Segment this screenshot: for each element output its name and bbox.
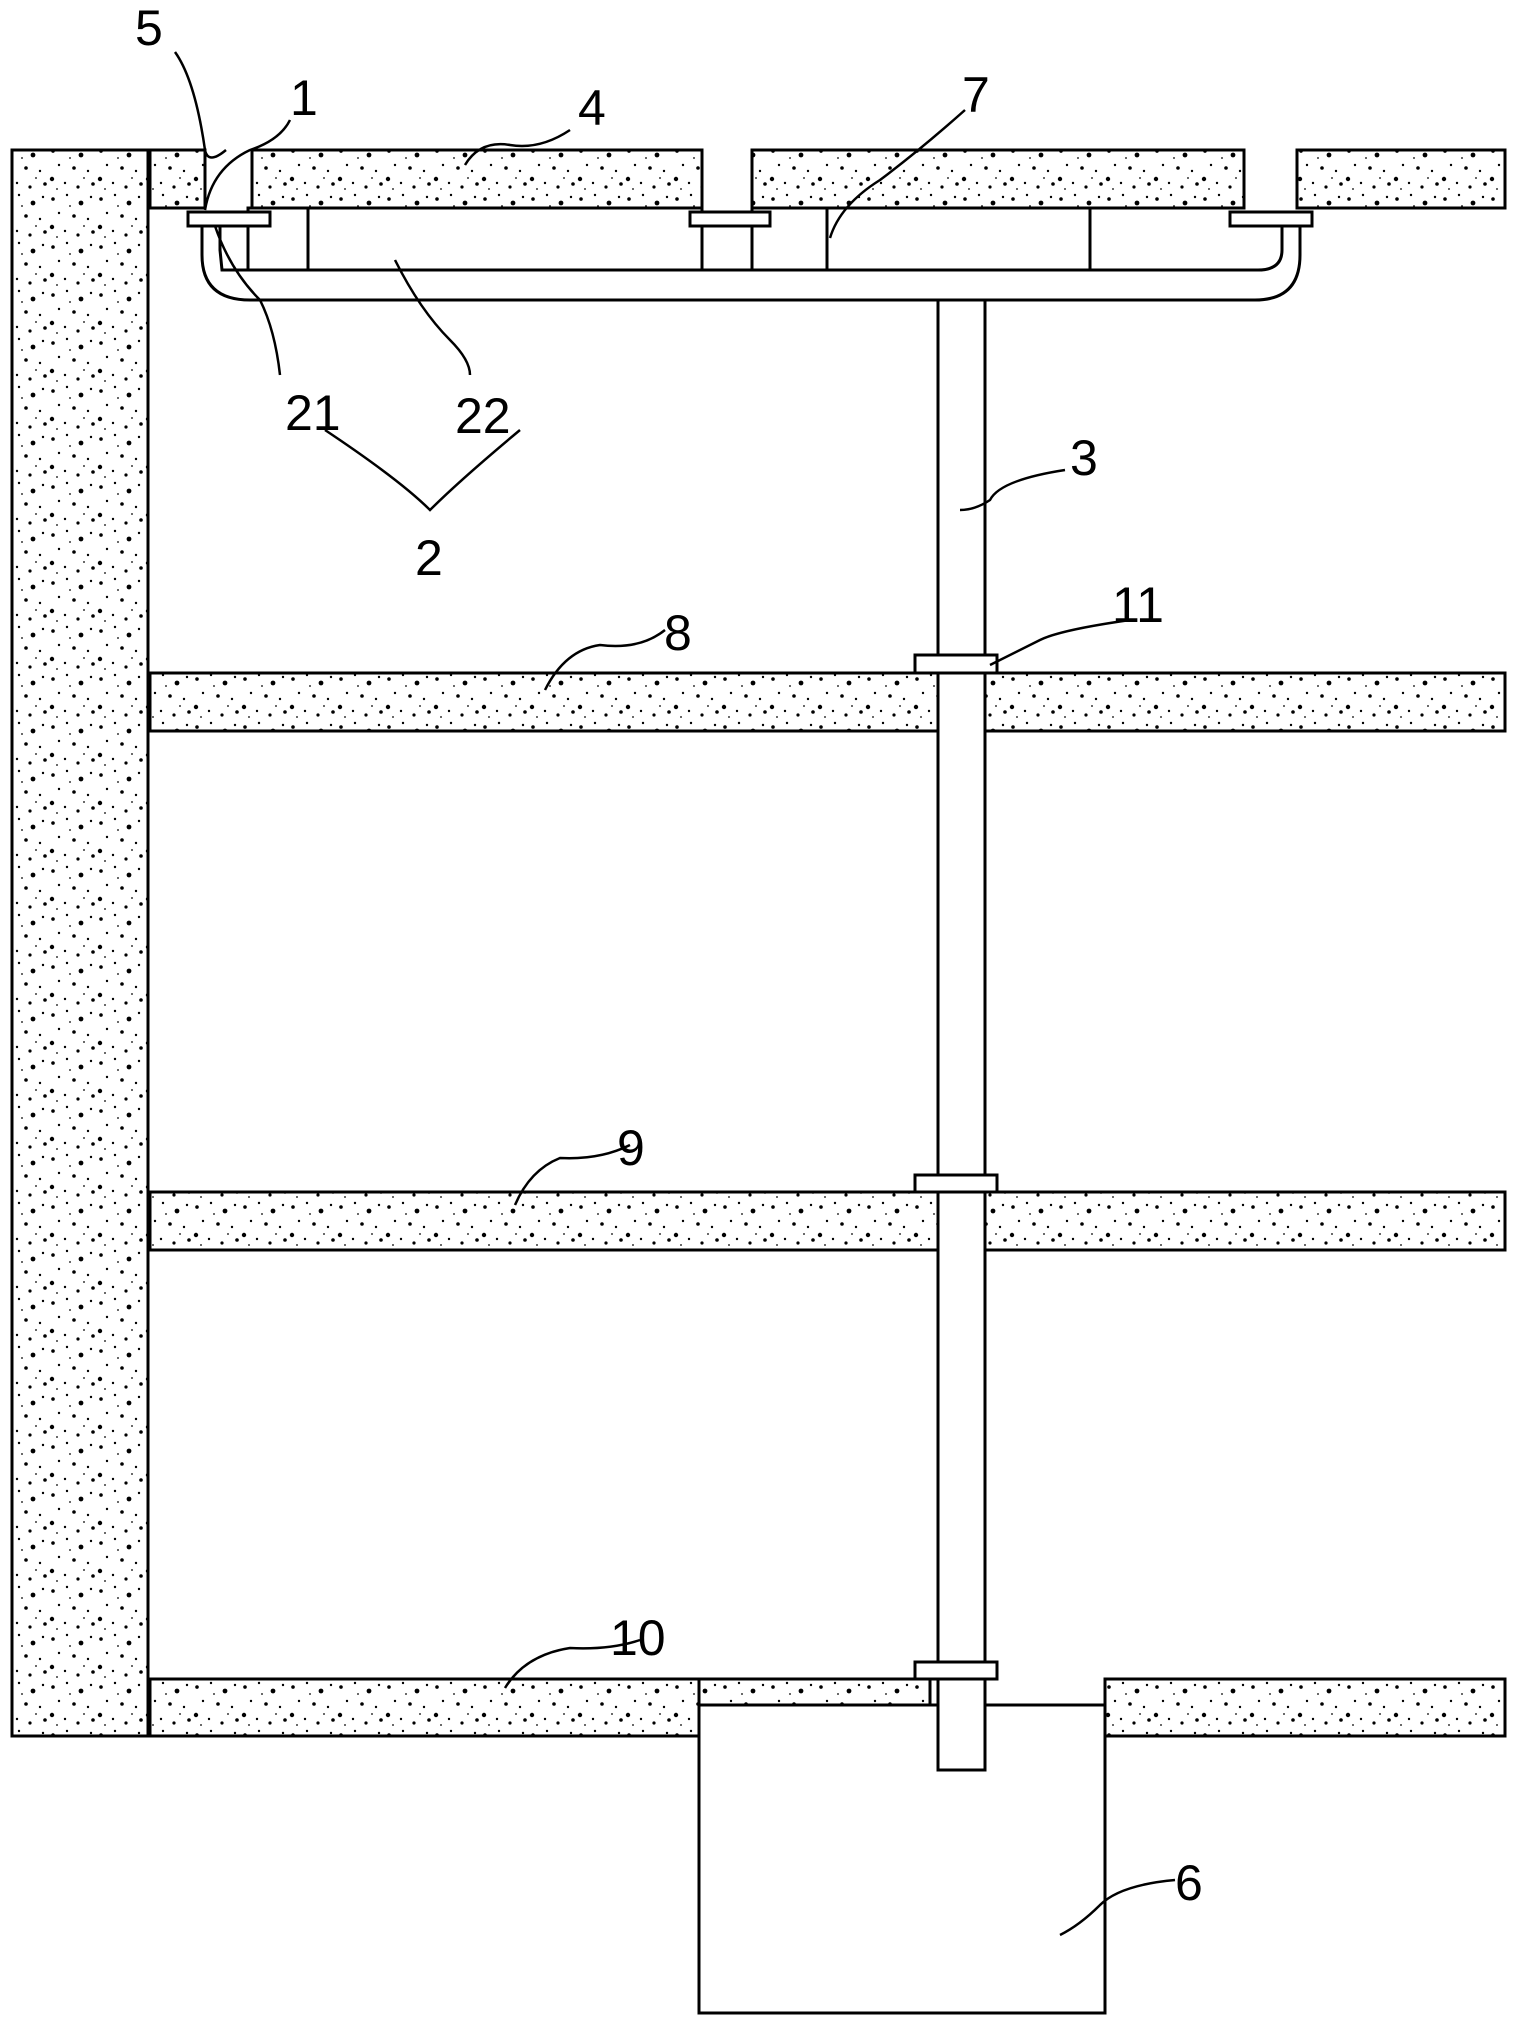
label-2: 2 [415, 530, 443, 586]
downpipe [936, 298, 987, 1772]
leader-lines [173, 51, 1176, 1937]
tank [697, 1703, 1107, 2015]
label-11: 11 [1112, 577, 1164, 633]
roof-slab-segment-a [250, 148, 704, 210]
gutter-boxes [246, 206, 1092, 272]
label-1: 1 [290, 70, 318, 126]
label-3: 3 [1070, 430, 1098, 486]
pipe-sleeve-1 [913, 653, 999, 675]
roof-slab [148, 148, 1507, 210]
roof-slab-segment-left [148, 148, 207, 210]
roof-drain-3 [1228, 210, 1314, 228]
pipe-sleeve-3 [913, 1660, 999, 1681]
collector-pipe [200, 224, 1302, 1772]
roof-drain-2 [688, 210, 772, 228]
label-7: 7 [962, 67, 990, 123]
gutter-box-right [750, 206, 1092, 272]
gutter-box-left [246, 206, 704, 272]
slab-8 [148, 671, 1507, 733]
label-22: 22 [455, 388, 511, 444]
slab-10-over-tank [697, 1677, 932, 1707]
roof-drains [186, 210, 1314, 228]
label-8: 8 [664, 605, 692, 661]
label-6: 6 [1175, 1855, 1203, 1911]
slab-10-right [1103, 1677, 1507, 1738]
label-4: 4 [578, 80, 606, 136]
label-9: 9 [617, 1120, 645, 1176]
pipe-sleeve-2 [913, 1173, 999, 1194]
roof-slab-segment-c [1295, 148, 1507, 210]
left-wall [10, 148, 150, 1738]
roof-drain-1 [186, 210, 272, 228]
label-5: 5 [135, 0, 163, 56]
label-10: 10 [610, 1610, 666, 1666]
callout-labels: 5 1 4 7 21 22 2 3 11 8 9 10 6 [135, 0, 1203, 1911]
slab-9 [148, 1190, 1507, 1252]
roof-slab-segment-b [750, 148, 1246, 210]
label-21: 21 [285, 385, 341, 441]
